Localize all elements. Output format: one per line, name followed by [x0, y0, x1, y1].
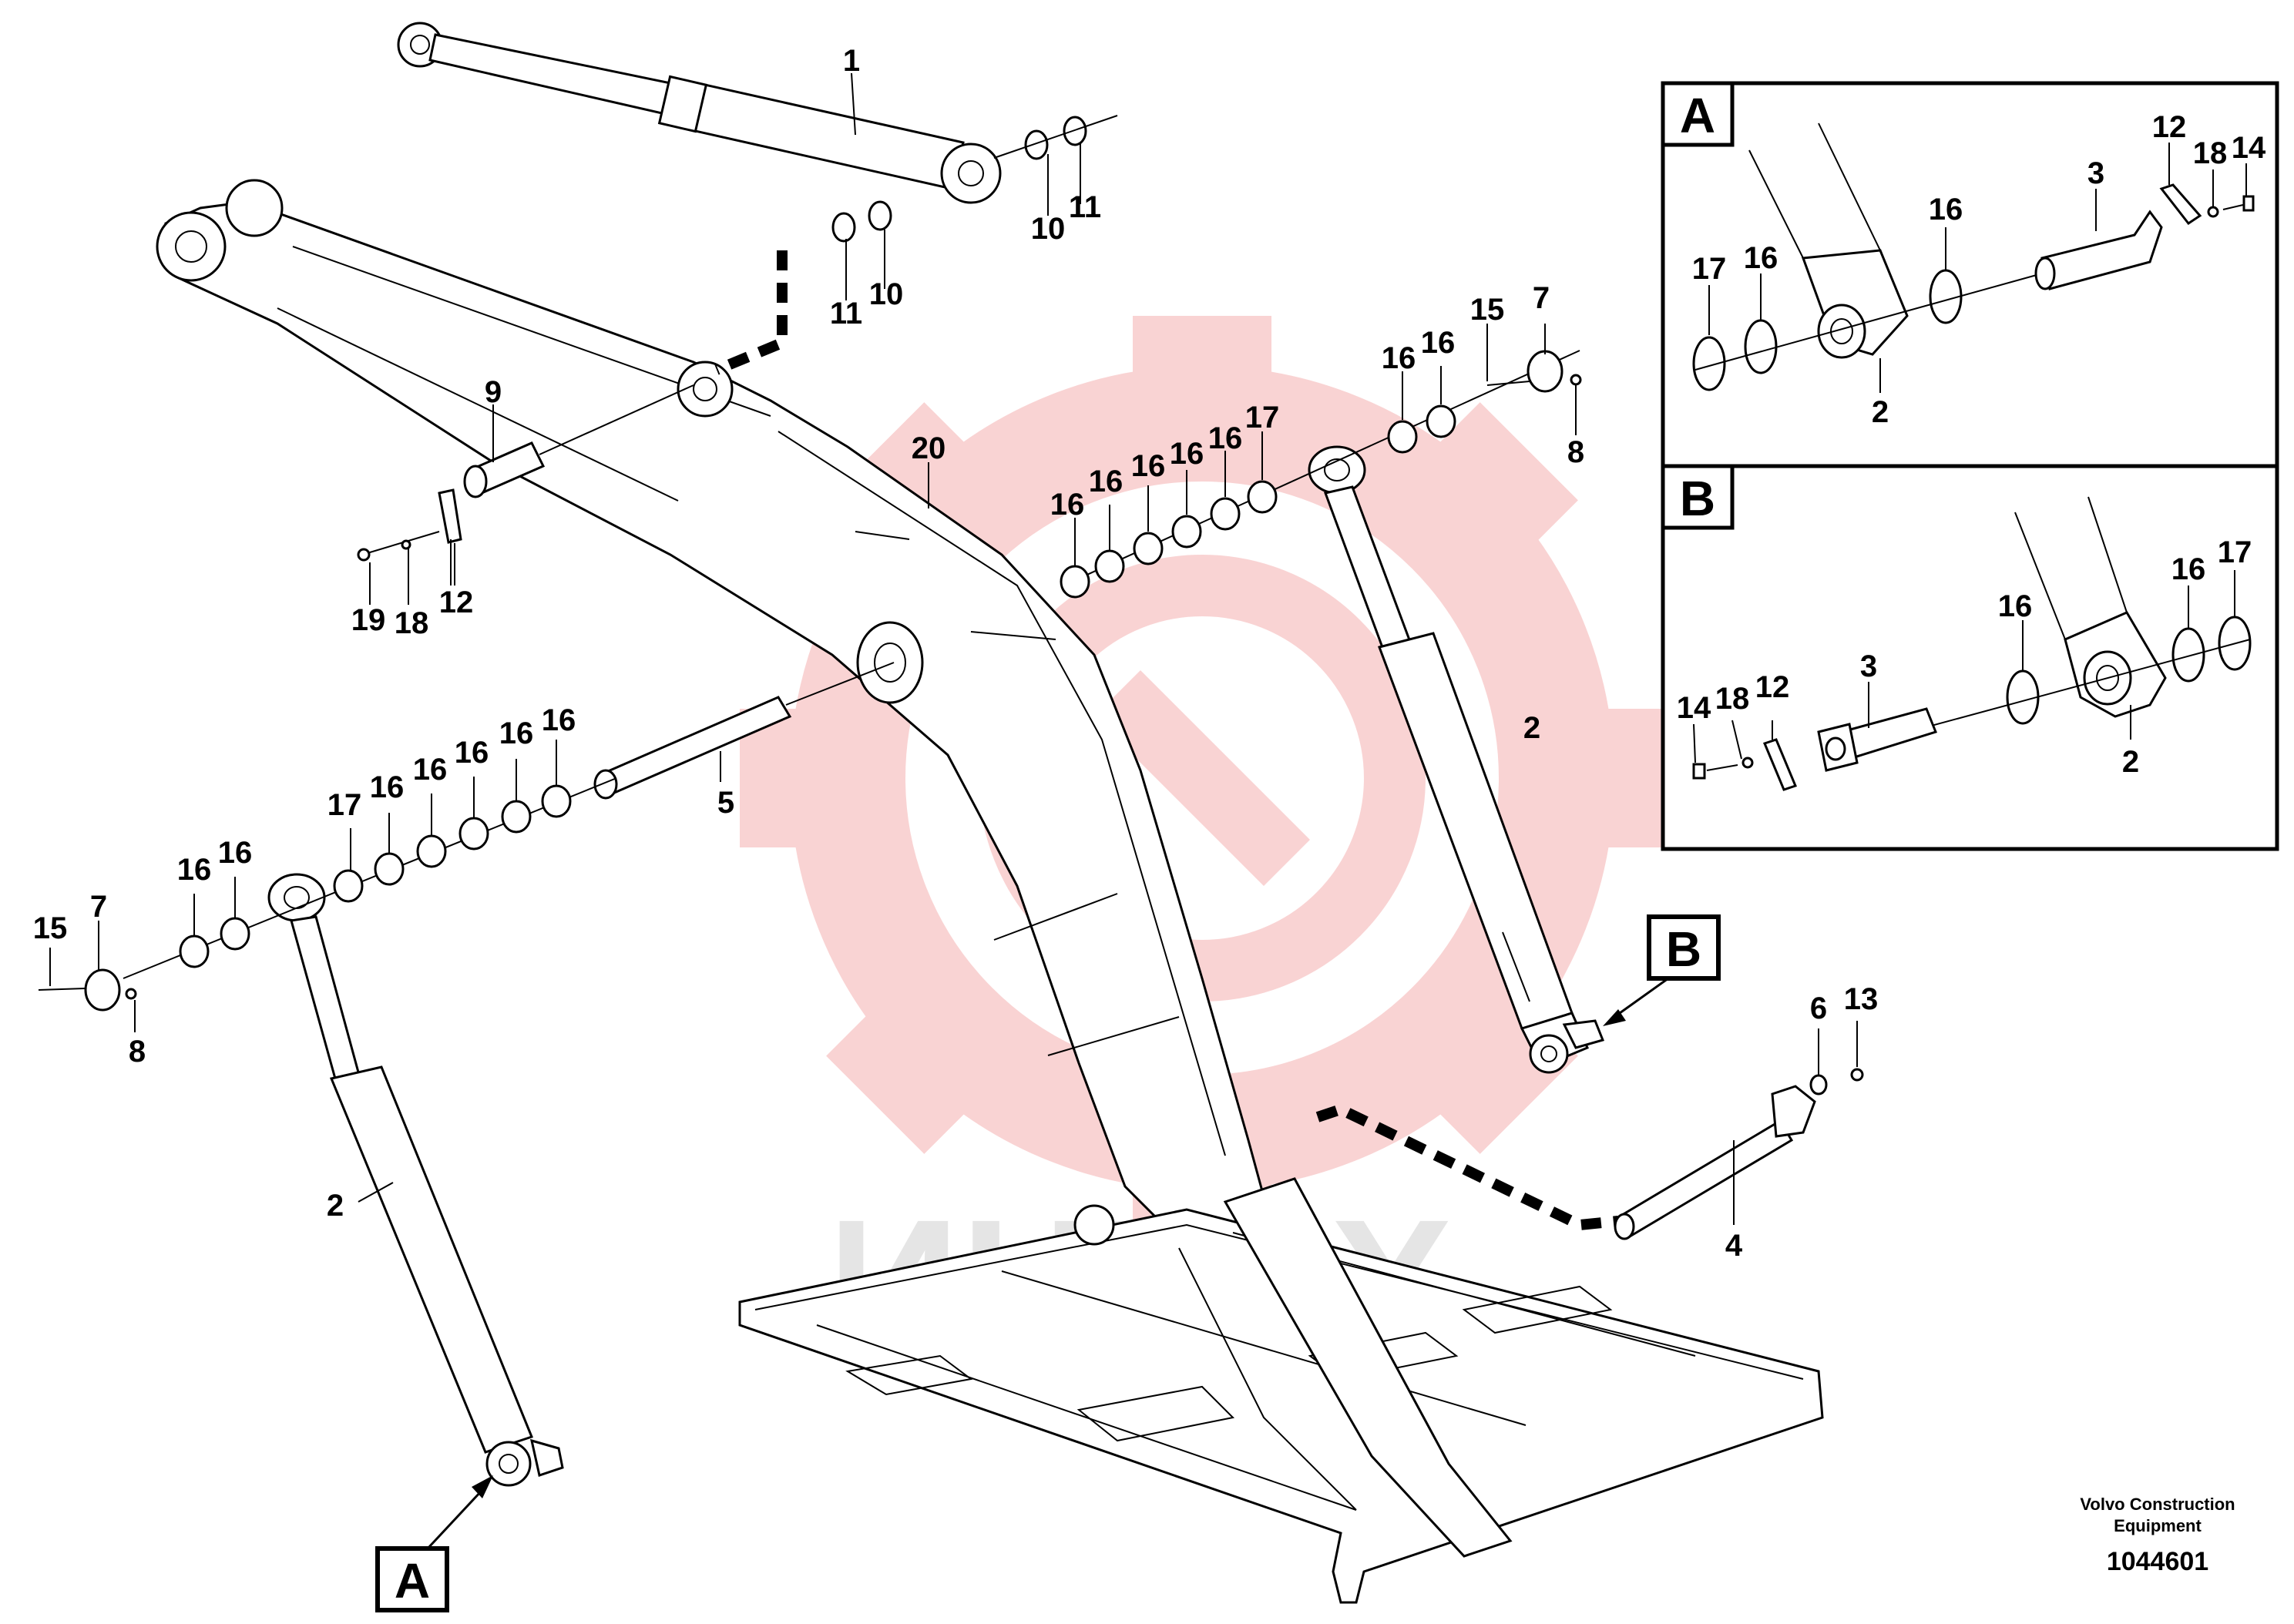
washers-top	[831, 115, 1118, 243]
washers-left	[38, 777, 617, 1012]
callout-16: 16	[1089, 465, 1123, 498]
svg-text:18: 18	[1715, 682, 1750, 716]
callout-16: 16	[1208, 421, 1243, 455]
boom-cylinder-top	[397, 22, 1002, 204]
boom-center-pin-5	[593, 662, 895, 800]
callout-1: 1	[843, 44, 860, 78]
drawing-number: 1044601	[2107, 1547, 2208, 1576]
callout-5: 5	[717, 786, 734, 820]
callout-13: 13	[1844, 982, 1879, 1016]
detail-box-b-letter: B	[1680, 471, 1715, 526]
callout-19: 19	[351, 603, 386, 637]
svg-text:17: 17	[2218, 535, 2252, 569]
boom-arm	[156, 179, 1273, 1250]
svg-text:A: A	[395, 1553, 430, 1609]
svg-text:14: 14	[1677, 691, 1711, 725]
callout-11: 11	[830, 297, 862, 331]
svg-text:3: 3	[1860, 649, 1877, 683]
callout-8: 8	[129, 1035, 146, 1069]
callout-16: 16	[499, 716, 534, 750]
callout-9: 9	[485, 375, 502, 409]
callout-10: 10	[1031, 212, 1066, 246]
svg-text:B: B	[1666, 921, 1701, 977]
detail-box-b: B 14 18 12 3 16 2 16 17	[1661, 464, 2279, 851]
callout-16: 16	[370, 770, 405, 804]
boom-cylinder-left	[267, 873, 564, 1487]
brand-line-1: Volvo Construction	[2080, 1495, 2235, 1514]
svg-text:2: 2	[2122, 745, 2139, 779]
svg-text:18: 18	[2193, 136, 2228, 170]
callout-15: 15	[33, 911, 68, 945]
callout-16: 16	[1050, 488, 1085, 522]
washers-right	[1060, 350, 1582, 599]
base-frame	[738, 1177, 1824, 1604]
detail-box-a: A 17 16 2 16 3 12 18 14	[1661, 81, 2279, 468]
callout-16: 16	[218, 836, 253, 870]
svg-text:14: 14	[2232, 131, 2266, 165]
callout-2: 2	[327, 1189, 344, 1223]
callout-16: 16	[1421, 326, 1456, 360]
callout-18: 18	[395, 606, 429, 640]
callout-10: 10	[869, 277, 904, 311]
callout-16: 16	[1382, 341, 1416, 375]
brand-line-2: Equipment	[2114, 1516, 2202, 1535]
callout-leaders	[49, 72, 1858, 1225]
callout-6: 6	[1810, 992, 1827, 1025]
callout-12: 12	[439, 586, 474, 619]
callout-2: 2	[1523, 711, 1540, 745]
boom-cylinder-right	[1308, 445, 1605, 1074]
callout-labels: 1 10 11 11 10 9 19 18 12 20 5 15 7 16 16…	[33, 44, 1879, 1263]
callout-8: 8	[1567, 435, 1584, 469]
detail-pointer-b: B	[1603, 914, 1721, 1026]
callout-20: 20	[912, 431, 946, 465]
dashed-leader-frame	[1315, 1103, 1619, 1231]
callout-7: 7	[1533, 281, 1550, 315]
boom-pin-9	[357, 384, 694, 562]
dashed-leader-top	[714, 250, 788, 375]
callout-16: 16	[1170, 437, 1204, 471]
detail-box-a-letter: A	[1680, 88, 1715, 143]
svg-text:12: 12	[2152, 110, 2187, 144]
callout-16: 16	[455, 736, 489, 770]
callout-7: 7	[90, 890, 107, 924]
svg-text:3: 3	[2087, 156, 2104, 190]
svg-text:16: 16	[1998, 589, 2033, 623]
callout-11: 11	[1069, 190, 1101, 224]
svg-text:2: 2	[1872, 395, 1889, 429]
detail-pointer-a: A	[375, 1475, 493, 1612]
svg-text:16: 16	[1929, 193, 1963, 226]
svg-text:16: 16	[1744, 241, 1778, 275]
svg-text:12: 12	[1755, 670, 1790, 704]
callout-16: 16	[413, 753, 448, 787]
callout-4: 4	[1725, 1229, 1743, 1263]
callout-16: 16	[177, 853, 212, 887]
callout-17: 17	[1245, 401, 1280, 435]
callout-17: 17	[327, 788, 362, 822]
callout-16: 16	[1131, 449, 1166, 483]
drawing-footer: Volvo Construction Equipment 1044601	[2080, 1495, 2235, 1576]
callout-15: 15	[1470, 293, 1505, 327]
frame-pin-4	[1614, 1068, 1864, 1240]
callout-16: 16	[542, 703, 576, 737]
svg-text:17: 17	[1692, 252, 1727, 286]
svg-text:16: 16	[2171, 552, 2206, 586]
